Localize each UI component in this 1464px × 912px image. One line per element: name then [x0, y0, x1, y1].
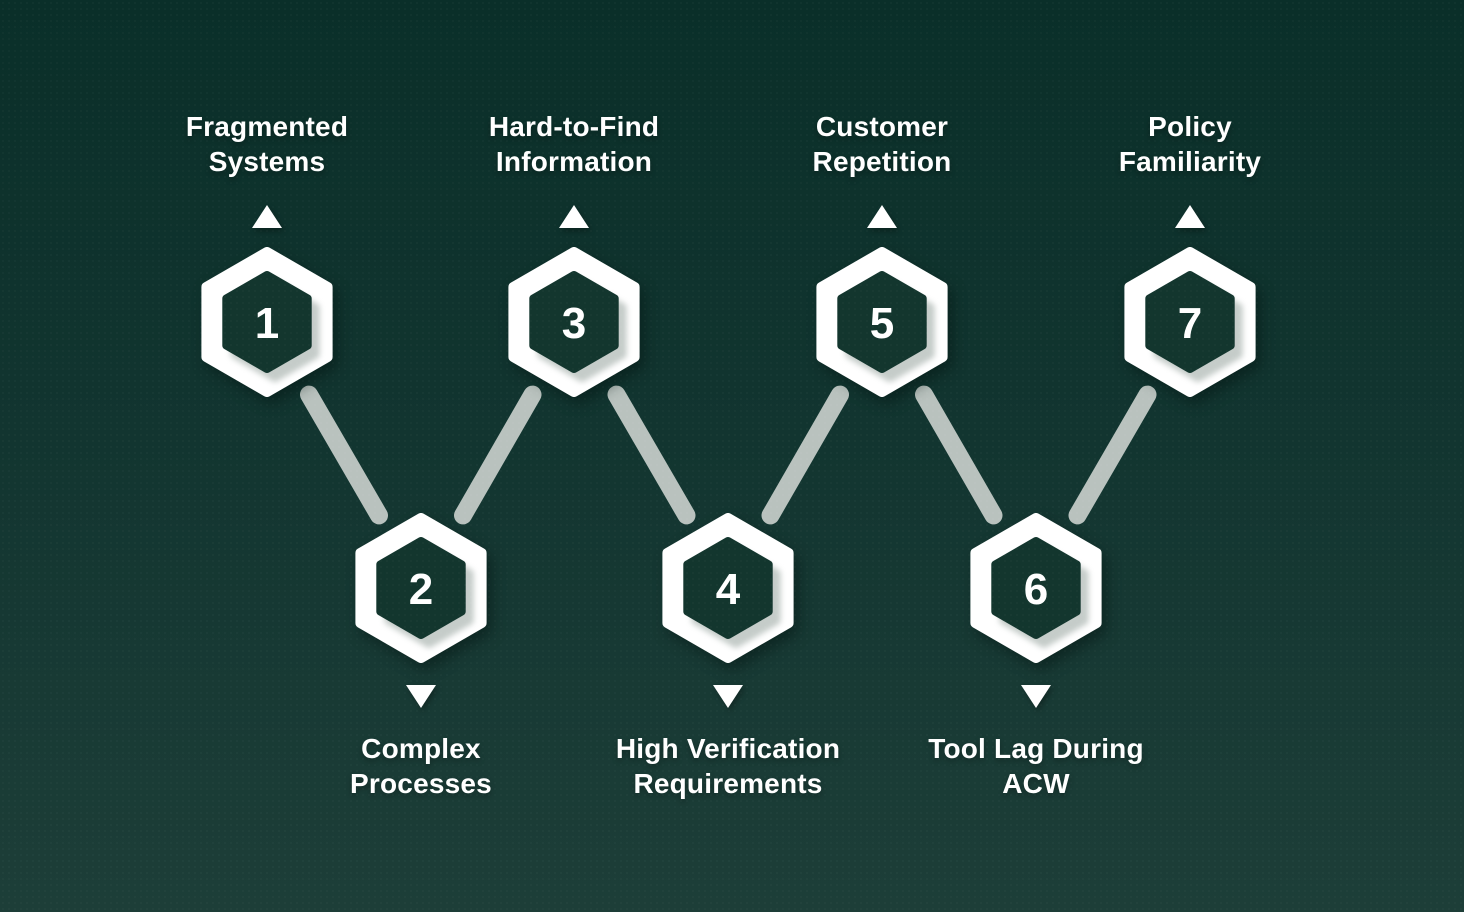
label-line: High Verification [615, 733, 841, 764]
label-line: Repetition [812, 146, 952, 177]
label-customer-repetition: Customer Repetition [702, 109, 1062, 179]
hexagon-core [683, 537, 773, 639]
hexagon-core [1145, 271, 1235, 373]
label-line: Familiarity [1118, 146, 1262, 177]
label-line: ACW [1002, 768, 1070, 799]
hexagon-step-3: 3 [508, 247, 640, 397]
connector-5-6 [915, 385, 1003, 525]
hexagon-step-2: 2 [355, 513, 487, 663]
connector-2-3 [454, 385, 542, 525]
label-tool-lag-during-acw: Tool Lag During ACW [856, 731, 1216, 801]
label-fragmented-systems: Fragmented Systems [87, 109, 447, 179]
hexagon-step-6: 6 [970, 513, 1102, 663]
label-hard-to-find-information: Hard-to-Find Information [394, 109, 754, 179]
step-number: 6 [1024, 565, 1048, 614]
connector-6-7 [1068, 385, 1157, 525]
label-line: Information [495, 146, 653, 177]
step-number: 4 [716, 565, 741, 614]
arrow-up-icon [559, 205, 589, 228]
connector-3-4 [607, 385, 696, 525]
arrow-up-icon [1175, 205, 1205, 228]
hexagon-core [376, 537, 466, 639]
label-line: Complex [361, 733, 481, 764]
connector-1-2 [300, 385, 388, 525]
arrow-up-icon [867, 205, 897, 228]
connector-4-5 [761, 385, 849, 525]
hexagon-step-1: 1 [201, 247, 333, 397]
arrow-down-icon [713, 685, 743, 708]
label-policy-familiarity: Policy Familiarity [1010, 109, 1370, 179]
label-line: Fragmented [185, 111, 349, 142]
step-number: 5 [870, 299, 894, 348]
step-number: 3 [562, 299, 586, 348]
label-line: Processes [350, 768, 492, 799]
hexagon-core [222, 271, 312, 373]
step-number: 1 [255, 299, 279, 348]
hexagon-step-4: 4 [662, 513, 794, 663]
label-line: Systems [208, 146, 326, 177]
label-high-verification-requirements: High Verification Requirements [548, 731, 908, 801]
arrow-up-icon [252, 205, 282, 228]
hexagon-core [837, 271, 927, 373]
hexagon-step-5: 5 [816, 247, 948, 397]
label-complex-processes: Complex Processes [241, 731, 601, 801]
step-number: 2 [409, 565, 433, 614]
arrow-down-icon [1021, 685, 1051, 708]
label-line: Tool Lag During [928, 733, 1144, 764]
step-number: 7 [1178, 299, 1202, 348]
label-line: Hard-to-Find [488, 111, 660, 142]
hexagon-core [991, 537, 1081, 639]
label-line: Requirements [633, 768, 823, 799]
hexagon-step-7: 7 [1124, 247, 1256, 397]
hexagon-core [529, 271, 619, 373]
label-line: Policy [1148, 111, 1232, 142]
label-line: Customer [815, 111, 949, 142]
arrow-down-icon [406, 685, 436, 708]
